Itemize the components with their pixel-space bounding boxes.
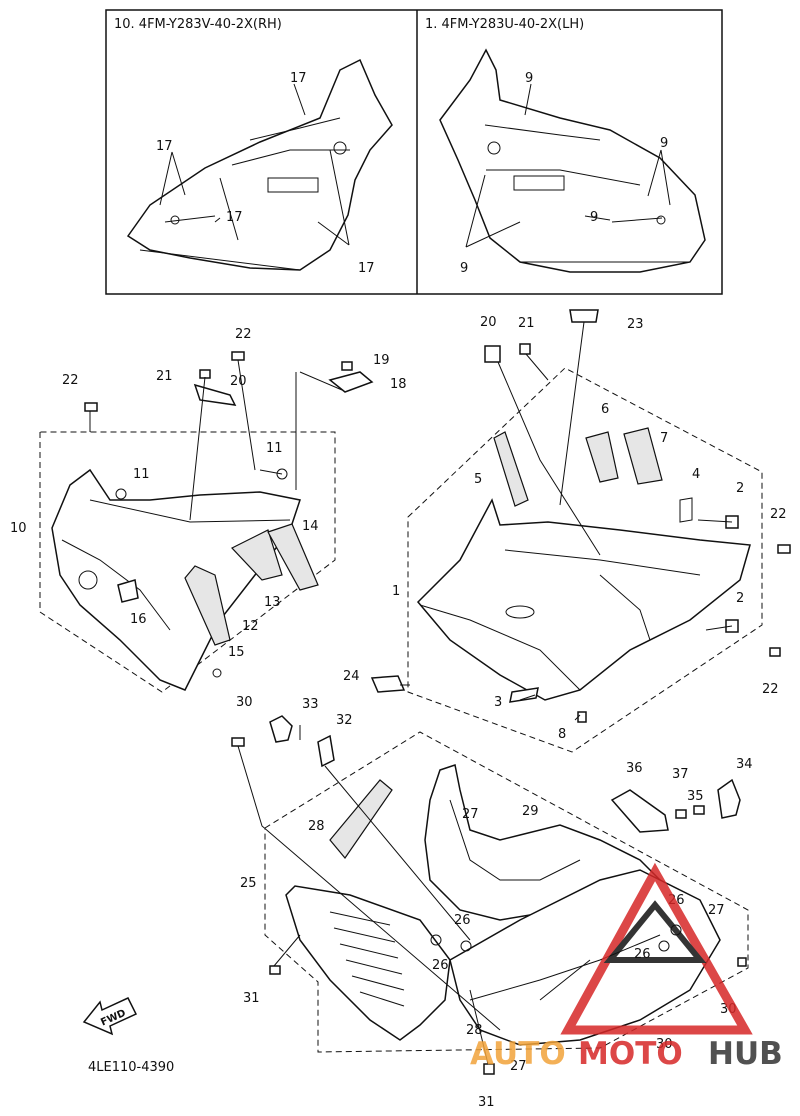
callout-30: 30: [656, 1037, 673, 1052]
callout-28: 28: [308, 819, 325, 834]
callout-35: 35: [687, 789, 704, 804]
rh-panel-label: 10. 4FM-Y283V-40-2X(RH): [114, 17, 282, 32]
callout-17: 17: [226, 210, 243, 225]
callout-25: 25: [240, 876, 257, 891]
callout-24: 24: [343, 669, 360, 684]
callout-12: 12: [242, 619, 259, 634]
callout-13: 13: [264, 595, 281, 610]
watermark-text-hub: HUB: [708, 1036, 783, 1072]
callout-9: 9: [525, 71, 533, 86]
watermark-triangle-icon: [560, 862, 753, 1035]
watermark-text-auto: AUTO: [470, 1036, 566, 1072]
callout-36: 36: [626, 761, 643, 776]
under-cowl-assembly: 25 26 26 26 26 27 27 27 28 28 29 30 30 3…: [231, 695, 753, 1110]
callout-10: 10: [10, 521, 27, 536]
callout-14: 14: [302, 519, 319, 534]
lh-assembly: 1 2 2 3 4 5 6 7 8 20 21 22 22 23 24: [343, 309, 791, 753]
callout-5: 5: [474, 472, 482, 487]
callout-4: 4: [692, 467, 700, 482]
watermark-logo: AUTO MOTO HUB: [470, 862, 783, 1072]
callout-28: 28: [466, 1023, 483, 1038]
callout-21: 21: [518, 316, 535, 331]
callout-1: 1: [392, 584, 400, 599]
callout-17: 17: [358, 261, 375, 276]
callout-20: 20: [230, 374, 247, 389]
callout-9: 9: [660, 136, 668, 151]
callout-15: 15: [228, 645, 245, 660]
callout-7: 7: [660, 431, 668, 446]
callout-33: 33: [302, 697, 319, 712]
callout-17: 17: [156, 139, 173, 154]
callout-31: 31: [243, 991, 260, 1006]
rh-side-cowl: [126, 58, 393, 271]
callout-21: 21: [156, 369, 173, 384]
callout-27: 27: [510, 1059, 527, 1074]
callout-17: 17: [290, 71, 307, 86]
callout-37: 37: [672, 767, 689, 782]
lh-side-cowl: [439, 48, 706, 273]
callout-11: 11: [266, 441, 283, 456]
callout-9: 9: [590, 210, 598, 225]
fwd-arrow-icon: FWD: [82, 997, 138, 1036]
callout-27: 27: [708, 903, 725, 918]
rh-assembly: 10 11 11 12 13 14 15 16 18 19 20 21 22 2…: [10, 327, 407, 693]
callout-31: 31: [478, 1095, 495, 1110]
callout-32: 32: [336, 713, 353, 728]
inset-box: 10. 4FM-Y283V-40-2X(RH) 1. 4FM-Y283U-40-…: [105, 9, 723, 295]
callout-27: 27: [462, 807, 479, 822]
callout-26: 26: [432, 958, 449, 973]
callout-22: 22: [762, 682, 779, 697]
lh-panel-label: 1. 4FM-Y283U-40-2X(LH): [425, 17, 584, 32]
callout-23: 23: [627, 317, 644, 332]
callout-22: 22: [62, 373, 79, 388]
callout-18: 18: [390, 377, 407, 392]
callout-6: 6: [601, 402, 609, 417]
diagram-code: 4LE110-4390: [88, 1060, 174, 1075]
callout-34: 34: [736, 757, 753, 772]
callout-3: 3: [494, 695, 502, 710]
callout-20: 20: [480, 315, 497, 330]
callout-2: 2: [736, 591, 744, 606]
callout-9: 9: [460, 261, 468, 276]
watermark-text-moto: MOTO: [578, 1036, 683, 1072]
callout-22: 22: [770, 507, 787, 522]
callout-2: 2: [736, 481, 744, 496]
callout-16: 16: [130, 612, 147, 627]
callout-19: 19: [373, 353, 390, 368]
callout-22: 22: [235, 327, 252, 342]
callout-8: 8: [558, 727, 566, 742]
callout-26: 26: [454, 913, 471, 928]
callout-30: 30: [236, 695, 253, 710]
callout-11: 11: [133, 467, 150, 482]
callout-29: 29: [522, 804, 539, 819]
